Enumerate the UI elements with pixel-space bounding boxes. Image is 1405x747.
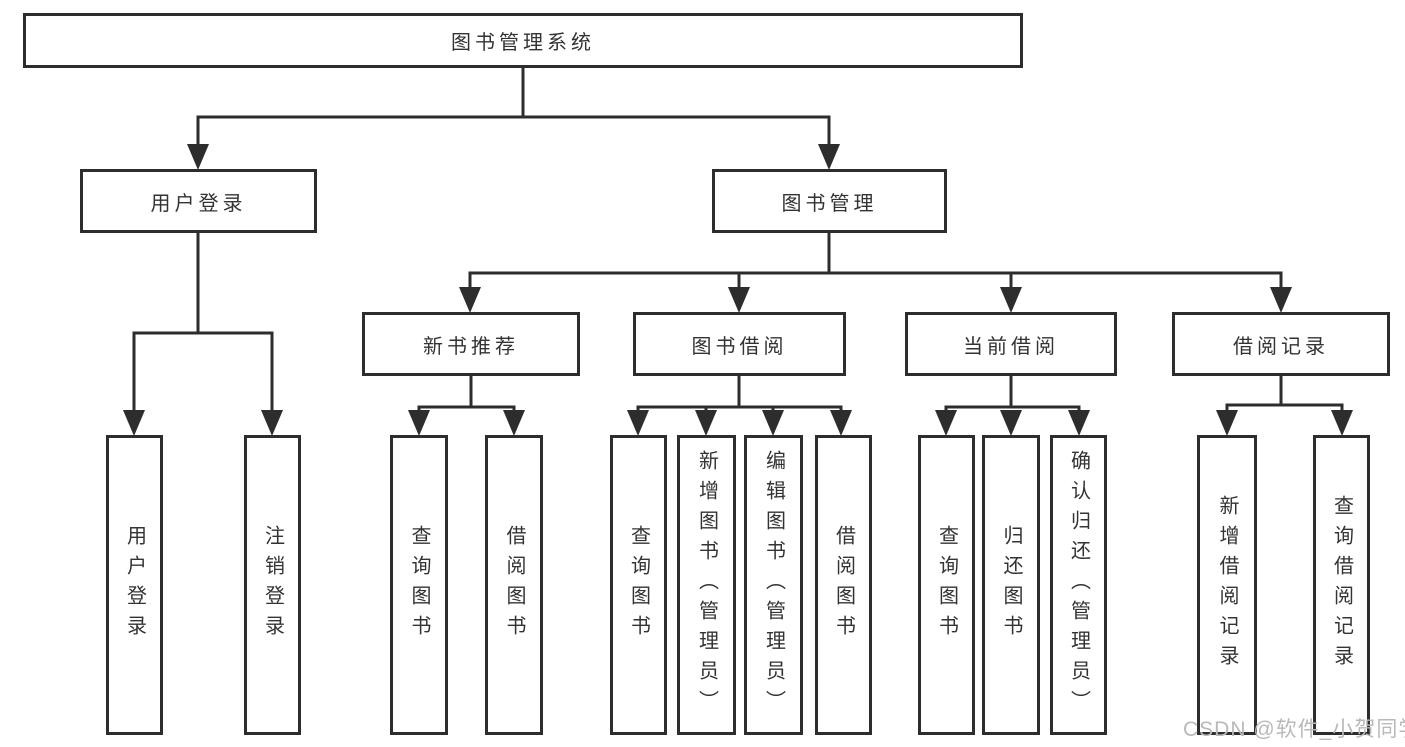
leaf-label: 新增借阅记录 bbox=[1216, 495, 1238, 675]
leaf-label: 确认归还（管理员） bbox=[1067, 450, 1090, 720]
leaf-label: 借阅图书 bbox=[832, 525, 855, 645]
leaf-label: 归还图书 bbox=[1000, 525, 1022, 645]
leaf-user-login: 用户登录 bbox=[106, 435, 163, 735]
leaf-records-query-borrow-record: 查询借阅记录 bbox=[1313, 435, 1370, 735]
leaf-borrow-edit-books-admin: 编辑图书（管理员） bbox=[744, 435, 803, 735]
leaf-label: 查询图书 bbox=[935, 525, 958, 645]
node-user-login: 用户登录 bbox=[80, 169, 317, 233]
leaf-recommend-borrow-books: 借阅图书 bbox=[485, 435, 543, 735]
node-library-management-system: 图书管理系统 bbox=[23, 13, 1023, 68]
node-book-borrowing: 图书借阅 bbox=[633, 312, 846, 376]
node-label: 新书推荐 bbox=[423, 335, 519, 358]
node-current-borrowing: 当前借阅 bbox=[905, 312, 1117, 376]
leaf-label: 查询借阅记录 bbox=[1330, 495, 1353, 675]
leaf-logout: 注销登录 bbox=[244, 435, 301, 735]
node-new-book-recommendation: 新书推荐 bbox=[362, 312, 580, 376]
leaf-current-query-books: 查询图书 bbox=[918, 435, 975, 735]
leaf-current-return-books: 归还图书 bbox=[982, 435, 1040, 735]
node-label: 图书借阅 bbox=[691, 335, 788, 358]
arrowheads bbox=[123, 144, 1353, 436]
leaf-recommend-query-books: 查询图书 bbox=[390, 435, 448, 735]
node-label: 图书管理 bbox=[781, 192, 878, 215]
leaf-label: 用户登录 bbox=[123, 525, 146, 645]
leaf-current-confirm-return-admin: 确认归还（管理员） bbox=[1050, 435, 1107, 735]
leaf-label: 编辑图书（管理员） bbox=[762, 450, 785, 720]
node-label: 当前借阅 bbox=[963, 335, 1059, 358]
leaf-label: 新增图书（管理员） bbox=[695, 450, 718, 720]
csdn-watermark: CSDN @软件_小贺同学 bbox=[1183, 718, 1405, 741]
node-label: 借阅记录 bbox=[1233, 335, 1329, 358]
node-borrowing-records: 借阅记录 bbox=[1172, 312, 1390, 376]
node-label: 用户登录 bbox=[150, 192, 247, 215]
leaf-label: 查询图书 bbox=[408, 525, 430, 645]
leaf-borrow-borrow-books: 借阅图书 bbox=[815, 435, 872, 735]
leaf-label: 借阅图书 bbox=[503, 525, 525, 645]
leaf-borrow-add-books-admin: 新增图书（管理员） bbox=[677, 435, 736, 735]
node-book-management: 图书管理 bbox=[712, 169, 947, 233]
leaf-borrow-query-books: 查询图书 bbox=[610, 435, 667, 735]
leaf-records-add-borrow-record: 新增借阅记录 bbox=[1197, 435, 1257, 735]
leaf-label: 查询图书 bbox=[627, 525, 650, 645]
node-label: 图书管理系统 bbox=[451, 32, 595, 54]
leaf-label: 注销登录 bbox=[261, 525, 284, 645]
